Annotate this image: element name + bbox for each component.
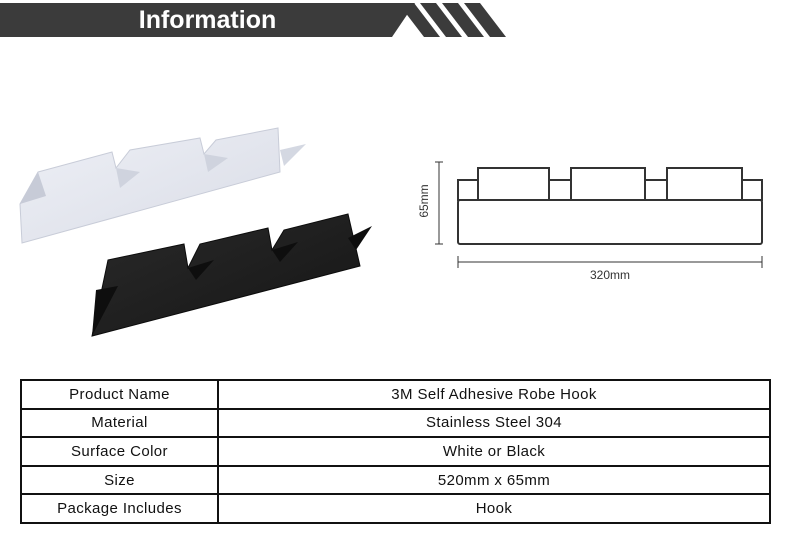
width-dimension-label: 320mm [589, 268, 630, 282]
spec-label: Material [20, 407, 219, 439]
spec-row-package-includes: Package Includes Hook [20, 493, 771, 524]
white-hook-rack [19, 127, 306, 244]
spec-label: Product Name [20, 379, 219, 410]
spec-label: Size [20, 464, 219, 496]
black-hook-rack [91, 213, 372, 337]
page-title: Information [138, 6, 277, 34]
spec-value: 3M Self Adhesive Robe Hook [217, 379, 771, 410]
spec-row-material: Material Stainless Steel 304 [20, 407, 771, 439]
spec-label: Package Includes [20, 493, 219, 524]
spec-value: White or Black [217, 436, 771, 467]
spec-label: Surface Color [20, 436, 219, 467]
spec-table: Product Name 3M Self Adhesive Robe Hook … [20, 379, 771, 524]
product-image [0, 110, 400, 350]
spec-row-product-name: Product Name 3M Self Adhesive Robe Hook [20, 379, 771, 410]
spec-value: Hook [217, 493, 771, 524]
height-dimension-label: 65mm [417, 184, 431, 218]
banner-shape [0, 3, 506, 37]
header-banner: Information [0, 0, 790, 40]
spec-row-surface-color: Surface Color White or Black [20, 436, 771, 467]
dimension-diagram: 65mm 320mm [415, 150, 785, 300]
spec-value: Stainless Steel 304 [217, 407, 771, 439]
spec-row-size: Size 520mm x 65mm [20, 464, 771, 496]
spec-value: 520mm x 65mm [217, 464, 771, 496]
